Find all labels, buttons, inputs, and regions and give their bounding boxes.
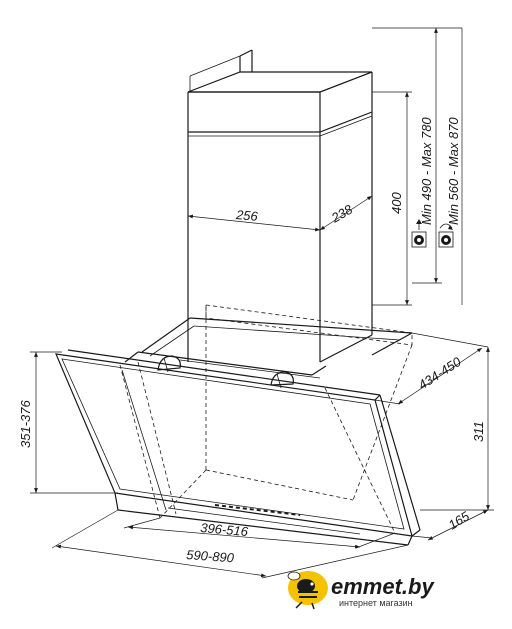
label-side-height: 311 xyxy=(471,421,486,442)
exhaust-outlet-icon xyxy=(411,219,427,248)
dim-range-exhaust: Min 490 - Max 780 xyxy=(372,27,442,284)
dim-outer-width: 590-890 xyxy=(51,509,409,579)
recirculation-icon xyxy=(438,223,454,248)
hood-back-outline xyxy=(119,304,413,534)
logo-tagline: интернет магазин xyxy=(339,598,413,608)
dim-bottom-depth: 165 xyxy=(411,508,489,541)
bee-mascot-icon xyxy=(287,571,328,610)
label-inner-width: 396-516 xyxy=(200,520,250,539)
chimney xyxy=(187,49,373,363)
dim-chimney-height: 400 xyxy=(372,91,412,306)
hood-top-frame xyxy=(124,317,413,379)
label-chimney-width: 256 xyxy=(234,207,259,224)
label-chimney-height: 400 xyxy=(389,192,404,214)
dim-chimney-depth: 238 xyxy=(319,195,373,231)
label-range-recirculation: Min 560 - Max 870 xyxy=(446,117,461,225)
dim-range-recirculation: Min 560 - Max 870 xyxy=(438,27,463,305)
logo-name: emmet.by xyxy=(331,574,435,599)
brand-logo: emmet.by интернет магазин xyxy=(287,571,435,610)
label-front-height: 351-376 xyxy=(18,400,33,448)
label-range-exhaust: Min 490 - Max 780 xyxy=(419,117,434,225)
glass-front-panel xyxy=(55,349,421,546)
dim-inner-width: 396-516 xyxy=(123,517,396,549)
label-outer-width: 590-890 xyxy=(186,547,235,565)
dim-chimney-width: 256 xyxy=(187,207,321,232)
label-hood-depth: 434-450 xyxy=(415,354,464,393)
dim-front-height: 351-376 xyxy=(18,351,118,494)
